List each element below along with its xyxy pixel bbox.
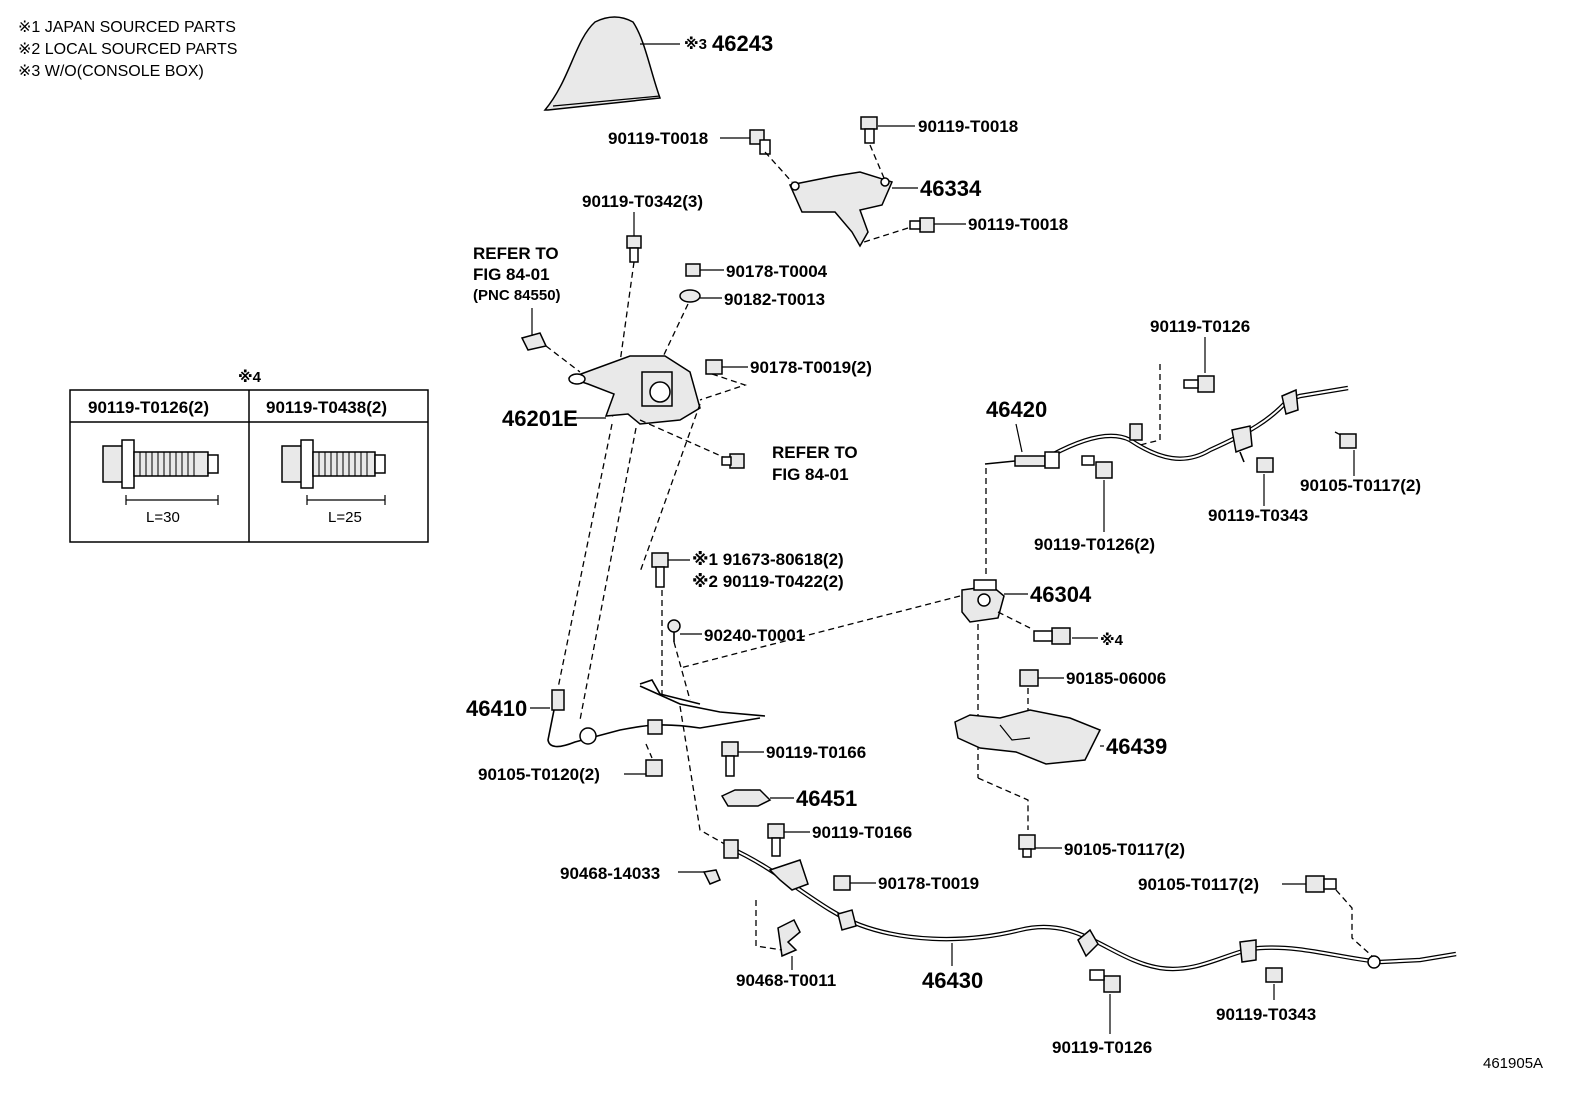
nut-90178-T0019-2-icon [705,359,723,375]
label-refer-mid-line1: REFER TO [772,443,858,462]
label-refer-mid-line2: FIG 84-01 [772,465,849,484]
inset-col2-length: L=25 [328,509,362,526]
nut-90178-T0004-icon [685,263,701,277]
label-46334: 46334 [920,176,982,201]
label-46243: 46243 [712,31,773,56]
label-90468-T0011: 90468-T0011 [736,971,836,990]
inset-col1-header: 90119-T0126(2) [88,398,209,417]
label-90119-T0126-2: 90119-T0126(2) [1034,535,1155,554]
notes-block: ※1 JAPAN SOURCED PARTS ※2 LOCAL SOURCED … [18,19,237,80]
label-90105-T0120: 90105-T0120(2) [478,765,600,784]
label-90119-T0342: 90119-T0342(3) [582,192,703,211]
nut-90119-T0343-top-icon [1256,457,1274,473]
label-90119-T0018-c: 90119-T0018 [968,215,1068,234]
label-90468-14033: 90468-14033 [560,864,660,883]
label-90119-T0126-low: 90119-T0126 [1052,1038,1152,1057]
label-90119-T0018-b: 90119-T0018 [918,117,1018,136]
label-refer-top-line1: REFER TO [473,244,559,263]
bracket-46334: 46334 [788,171,982,248]
label-46201E: 46201E [502,406,578,431]
inset-bolt-table: ※4 90119-T0126(2) 90119-T0438(2) L=30 L=… [69,368,429,543]
dimension-l30 [125,495,219,505]
bolt-ref4-icon [1033,627,1071,645]
nut-90185-06006-icon [1019,669,1039,687]
label-90119-T0126-top: 90119-T0126 [1150,317,1250,336]
flange-bolt-l25-icon [281,439,386,489]
inset-marker: ※4 [238,368,262,386]
heat-insulator-46439 [954,709,1102,765]
label-90119-T0343-top: 90119-T0343 [1208,506,1308,525]
washer-90182-T0013-icon [679,289,701,303]
label-90240-T0001: 90240-T0001 [704,626,805,645]
bolt-90105-T0117-mid-icon [1018,834,1036,858]
bolt-90119-T0166-b-icon [767,823,785,857]
nut-90119-T0343-low-icon [1265,967,1283,983]
clip-90468-T0011-icon [777,918,801,958]
clip-refer-top-icon [520,308,548,351]
label-90105-T0117-right: 90105-T0117(2) [1300,476,1421,495]
bolt-90119-T0126-2-icon [1081,455,1113,479]
label-46420: 46420 [986,397,1047,422]
equalizer-46304 [961,579,1005,623]
parking-brake-lever-46201E [567,355,701,425]
bracket-46451-icon [720,789,772,807]
label-46410: 46410 [466,696,527,721]
label-91673-80618: ※1 91673-80618(2) [692,550,844,569]
label-90119-T0166-b: 90119-T0166 [812,823,912,842]
bolt-91673-icon [651,552,669,588]
label-90105-T0117-low: 90105-T0117(2) [1138,875,1259,894]
label-90119-T0343-low: 90119-T0343 [1216,1005,1316,1024]
label-refer-top-line3: (PNC 84550) [473,287,561,304]
bolt-90105-T0117-low-icon [1305,875,1337,893]
bolt-refer-mid-icon [721,453,745,469]
label-46430: 46430 [922,968,983,993]
dimension-l25 [306,495,386,505]
label-90178-T0004: 90178-T0004 [726,262,828,281]
label-90119-T0422: ※2 90119-T0422(2) [692,572,844,591]
parking-brake-cable-46420 [984,385,1349,469]
shift-lever-boot-46243: ※3 46243 [543,16,773,111]
parking-brake-cable-46430 [723,839,1457,972]
flange-bolt-l30-icon [102,439,219,489]
bolt-90119-T0126-top-icon [1183,375,1215,393]
bolt-90105-T0117-right-icon [1339,433,1357,449]
label-90105-T0117-mid: 90105-T0117(2) [1064,840,1185,859]
bolt-90119-T0018-a-icon [749,129,771,155]
bolt-90119-T0018-b-icon [860,116,878,144]
note-local-sourced: ※2 LOCAL SOURCED PARTS [18,41,237,58]
bolt-90119-T0018-c-icon [909,217,935,233]
label-46243-prefix: ※3 [684,35,707,53]
front-cable-46410 [547,679,766,748]
label-90185-06006: 90185-06006 [1066,669,1166,688]
label-46451: 46451 [796,786,857,811]
inset-col1-length: L=30 [146,509,180,526]
label-90178-T0019: 90178-T0019 [878,874,979,893]
label-90119-T0018-a: 90119-T0018 [608,129,708,148]
bolt-90119-T0342-icon [626,235,642,263]
label-90182-T0013: 90182-T0013 [724,290,825,309]
inset-col2-header: 90119-T0438(2) [266,398,387,417]
bolt-90105-T0120-icon [645,759,663,777]
label-90119-T0166-a: 90119-T0166 [766,743,866,762]
label-refer-top-line2: FIG 84-01 [473,265,550,284]
note-without-console-box: ※3 W/O(CONSOLE BOX) [18,63,204,80]
nut-90178-T0019-icon [833,875,851,891]
pin-90240-T0001-icon [667,619,681,642]
bolt-90119-T0166-a-icon [721,741,739,777]
label-ref4: ※4 [1100,631,1124,649]
label-46439: 46439 [1106,734,1167,759]
label-90178-T0019-2: 90178-T0019(2) [750,358,872,377]
figure-code: 461905A [1483,1055,1543,1072]
clip-90468-14033-icon [702,869,721,885]
bolt-90119-T0126-low-icon [1089,969,1121,993]
note-japan-sourced: ※1 JAPAN SOURCED PARTS [18,19,236,36]
label-46304: 46304 [1030,582,1092,607]
